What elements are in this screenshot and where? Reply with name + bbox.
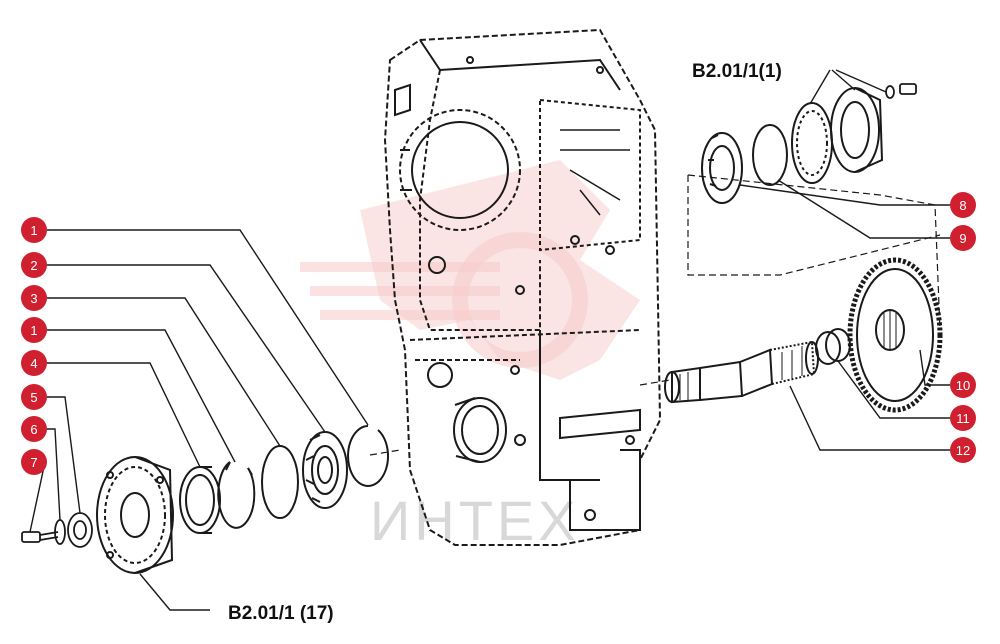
leader-line-9 [777, 179, 950, 239]
part-bearing-right [701, 132, 743, 204]
callout-badge-12: 12 [950, 437, 976, 463]
part-flange-cover [96, 456, 174, 574]
part-spacer-11 [815, 328, 851, 365]
part-cover-right [830, 87, 884, 173]
callout-badge-11: 11 [950, 405, 976, 431]
callout-number: 3 [30, 291, 37, 306]
part-gear-10 [847, 257, 943, 413]
callout-badge-1a: 1 [21, 217, 47, 243]
part-cap-5 [67, 512, 93, 548]
leader-line-11 [837, 360, 950, 419]
watermark-text: ИНТЕХ [370, 489, 580, 552]
callout-number: 10 [956, 378, 970, 393]
leader-line-1a [47, 229, 369, 426]
leader-line-3 [47, 297, 281, 447]
callout-number: 6 [30, 422, 37, 437]
part-ring-3 [261, 445, 299, 519]
ref-label-top: B2.01/1(1) [692, 61, 782, 82]
leader-line-ref-bottom [139, 573, 210, 611]
part-seal-4 [179, 466, 221, 534]
callout-number: 4 [30, 356, 37, 371]
leader-line-10 [919, 349, 950, 386]
ref-label-bottom: B2.01/1 (17) [228, 603, 334, 624]
leader-line-5 [47, 396, 81, 514]
part-ring-right [752, 124, 788, 186]
callout-badge-6: 6 [21, 416, 47, 442]
part-bolt-7 [21, 531, 59, 543]
callout-badge-4: 4 [21, 350, 47, 376]
callout-badge-8: 8 [950, 192, 976, 218]
callout-badge-9: 9 [950, 225, 976, 251]
watermark-logo [300, 160, 640, 380]
callout-number: 11 [956, 411, 970, 426]
part-gasket-right [791, 102, 833, 184]
callout-badge-3: 3 [21, 285, 47, 311]
callout-number: 7 [30, 455, 37, 470]
callout-badge-5: 5 [21, 384, 47, 410]
callout-badge-1b: 1 [21, 317, 47, 343]
callout-badges: 1 2 3 1 4 5 6 7 [21, 192, 976, 475]
part-shaft-12 [664, 340, 819, 404]
callout-number: 2 [30, 258, 37, 273]
callout-badge-10: 10 [950, 372, 976, 398]
leader-line-ref-top [809, 69, 887, 105]
leader-line-1b [47, 329, 236, 463]
part-snap-ring-1b [347, 425, 390, 487]
part-bearing-2 [302, 431, 348, 509]
leader-line-8 [739, 184, 950, 206]
gearbox-housing [383, 28, 662, 546]
leader-lines [29, 69, 950, 611]
callout-number: 9 [959, 231, 966, 246]
part-snap-ring-1a [217, 461, 256, 529]
leader-line-12 [789, 385, 950, 451]
callout-number: 8 [959, 198, 966, 213]
callout-number: 12 [956, 443, 970, 458]
leader-line-4 [47, 362, 201, 468]
callout-number: 1 [30, 323, 37, 338]
callout-badge-7: 7 [21, 449, 47, 475]
part-bolt-right [885, 83, 917, 99]
callout-number: 5 [30, 390, 37, 405]
leader-line-6 [47, 428, 61, 521]
callout-number: 1 [30, 223, 37, 238]
callout-badge-2: 2 [21, 252, 47, 278]
leader-line-2 [47, 264, 326, 433]
